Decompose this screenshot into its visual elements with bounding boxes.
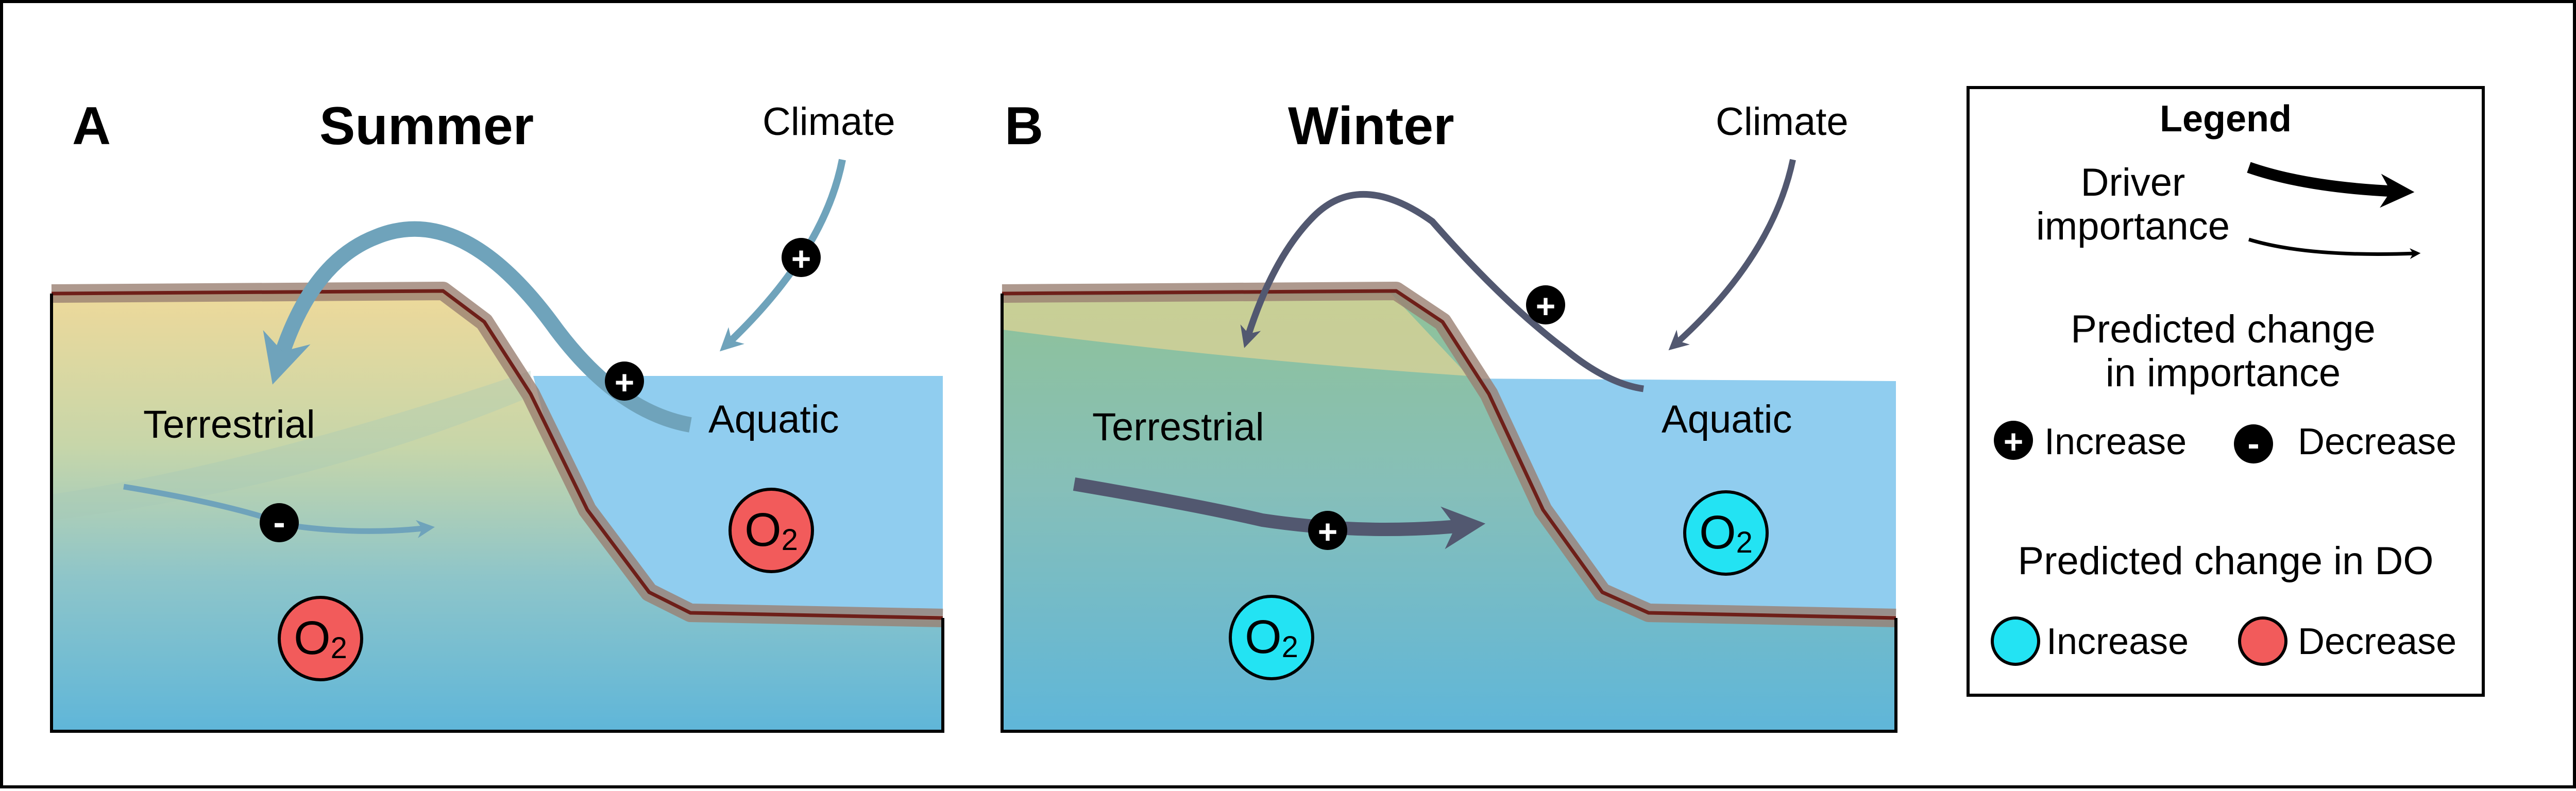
legend-increase-sign: +	[1994, 421, 2033, 460]
legend-pred-importance-line2: in importance	[2106, 351, 2341, 395]
panel-a-letter: A	[72, 96, 111, 156]
panel-a-aquatic-label: Aquatic	[708, 398, 839, 441]
panel-a-o2-aquatic: O2	[728, 488, 814, 573]
panel-b-climate-arrow	[1668, 159, 1796, 351]
svg-text:O2: O2	[1245, 611, 1298, 664]
legend-thick-arrow	[2247, 162, 2415, 208]
legend-increase-label: Increase	[2044, 421, 2187, 462]
svg-text:-: -	[273, 502, 285, 542]
legend-driver-line2: importance	[2036, 204, 2230, 248]
legend-decrease-sign: -	[2234, 423, 2273, 463]
legend-title: Legend	[2160, 98, 2292, 140]
panel-a-o2-terrestrial: O2	[278, 596, 363, 681]
panel-a: A Summer Climate Terrestrial Aquatic + +…	[50, 96, 944, 733]
panel-b-terrestrial-sign: +	[1308, 511, 1347, 551]
legend-decrease-label: Decrease	[2298, 421, 2456, 462]
panel-a-title: Summer	[319, 96, 534, 156]
panel-b-letter: B	[1005, 96, 1043, 156]
panel-b-climate-sign: +	[1526, 285, 1565, 325]
panel-b-wet-wedge	[1002, 294, 1468, 376]
svg-text:O2: O2	[1699, 506, 1753, 559]
legend: Legend Driver importance Predicted chang…	[1967, 86, 2485, 697]
legend-do-increase-label: Increase	[2046, 621, 2189, 662]
panel-a-terrestrial-label: Terrestrial	[143, 403, 315, 446]
svg-text:+: +	[1318, 512, 1338, 551]
legend-do-decrease-swatch	[2238, 616, 2287, 666]
panel-b-aquatic-to-terrestrial-arrow	[1240, 191, 1644, 392]
panel-a-climate-label: Climate	[762, 100, 895, 144]
legend-driver-line1: Driver	[2081, 161, 2185, 204]
svg-text:+: +	[615, 363, 635, 401]
panel-a-aquatic-sign: +	[605, 362, 644, 401]
svg-text:+: +	[1536, 287, 1556, 325]
panel-b-outline	[1001, 294, 1897, 733]
panel-a-climate-sign: +	[782, 238, 821, 278]
legend-do-increase-swatch	[1991, 616, 2040, 666]
svg-text:O2: O2	[744, 504, 798, 557]
panel-b-aquatic-label: Aquatic	[1662, 398, 1792, 441]
panel-b-terrestrial-label: Terrestrial	[1092, 405, 1264, 449]
panel-a-watertable	[52, 371, 531, 520]
panel-b: B Winter Climate Terrestrial Aquatic + +…	[1001, 96, 1897, 733]
panel-a-water	[533, 376, 943, 615]
panel-b-title: Winter	[1288, 96, 1454, 156]
svg-text:-: -	[2247, 423, 2259, 463]
svg-text:+: +	[791, 239, 811, 278]
panel-b-terrestrial-arrow	[1073, 477, 1486, 549]
panel-b-o2-aquatic: O2	[1683, 490, 1769, 576]
panel-a-terrestrial-sign: -	[260, 502, 299, 542]
panel-b-climate-label: Climate	[1716, 100, 1849, 144]
panel-b-o2-terrestrial: O2	[1229, 595, 1314, 680]
legend-do-decrease-label: Decrease	[2298, 621, 2456, 662]
svg-text:O2: O2	[294, 612, 347, 665]
svg-text:+: +	[2004, 422, 2024, 460]
legend-pred-importance-line1: Predicted change	[2071, 307, 2376, 351]
legend-thin-arrow	[2248, 237, 2421, 259]
panel-a-outline	[50, 294, 944, 733]
legend-pred-do-title: Predicted change in DO	[2018, 539, 2434, 583]
